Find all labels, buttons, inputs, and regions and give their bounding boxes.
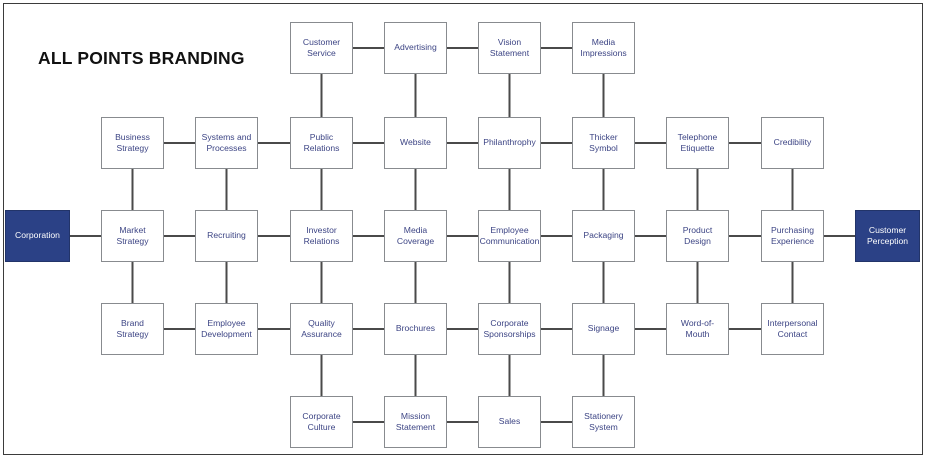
node-label: Mission Statement	[395, 410, 436, 432]
node-product-design[interactable]: Product Design	[666, 210, 729, 262]
node-label: Signage	[587, 323, 620, 334]
node-corporate-culture[interactable]: Corporate Culture	[290, 396, 353, 448]
node-employee-development[interactable]: Employee Development	[195, 303, 258, 355]
node-telephone-etiquette[interactable]: Telephone Etiquette	[666, 117, 729, 169]
node-label: Word-of-Mouth	[680, 317, 715, 339]
node-public-relations[interactable]: Public Relations	[290, 117, 353, 169]
node-packaging[interactable]: Packaging	[572, 210, 635, 262]
node-corporation[interactable]: Corporation	[5, 210, 70, 262]
node-investor-relations[interactable]: Investor Relations	[290, 210, 353, 262]
node-business-strategy[interactable]: Business Strategy	[101, 117, 164, 169]
node-purchasing-experience[interactable]: Purchasing Experience	[761, 210, 824, 262]
node-word-of-mouth[interactable]: Word-of-Mouth	[666, 303, 729, 355]
node-market-strategy[interactable]: Market Strategy	[101, 210, 164, 262]
node-advertising[interactable]: Advertising	[384, 22, 447, 74]
node-label: Investor Relations	[303, 224, 340, 246]
node-label: Public Relations	[303, 131, 340, 153]
node-label: Corporate Sponsorships	[483, 317, 536, 339]
node-label: Interpersonal Contact	[767, 317, 818, 339]
node-quality-assurance[interactable]: Quality Assurance	[290, 303, 353, 355]
node-label: Customer Service	[302, 36, 341, 58]
node-label: Brochures	[395, 323, 436, 334]
node-label: Systems and Processes	[201, 131, 252, 153]
node-label: Thicker Symbol	[589, 131, 618, 153]
node-brochures[interactable]: Brochures	[384, 303, 447, 355]
node-label: Purchasing Experience	[771, 224, 814, 246]
node-signage[interactable]: Signage	[572, 303, 635, 355]
node-brand-strategy[interactable]: Brand Strategy	[101, 303, 164, 355]
node-recruiting[interactable]: Recruiting	[195, 210, 258, 262]
node-label: Business Strategy	[115, 131, 150, 153]
node-label: Quality Assurance	[301, 317, 342, 339]
node-employee-communication[interactable]: Employee Communication	[478, 210, 541, 262]
node-corporate-sponsorships[interactable]: Corporate Sponsorships	[478, 303, 541, 355]
node-philanthrophy[interactable]: Philanthrophy	[478, 117, 541, 169]
node-label: Advertising	[394, 42, 437, 53]
node-label: Corporation	[15, 230, 60, 241]
node-sales[interactable]: Sales	[478, 396, 541, 448]
node-label: Vision Statement	[489, 36, 530, 58]
node-label: Credibility	[773, 137, 812, 148]
node-credibility[interactable]: Credibility	[761, 117, 824, 169]
node-vision-statement[interactable]: Vision Statement	[478, 22, 541, 74]
node-interpersonal-contact[interactable]: Interpersonal Contact	[761, 303, 824, 355]
node-label: Philanthrophy	[483, 137, 536, 148]
node-label: Sales	[498, 416, 521, 427]
node-label: Product Design	[682, 224, 713, 246]
node-label: Website	[400, 137, 431, 148]
page-title: ALL POINTS BRANDING	[38, 48, 245, 68]
node-label: Brand Strategy	[116, 317, 149, 339]
node-label: Market Strategy	[116, 224, 149, 246]
node-systems-and-processes[interactable]: Systems and Processes	[195, 117, 258, 169]
node-label: Employee Development	[201, 317, 252, 339]
node-media-impressions[interactable]: Media Impressions	[572, 22, 635, 74]
node-customer-service[interactable]: Customer Service	[290, 22, 353, 74]
node-mission-statement[interactable]: Mission Statement	[384, 396, 447, 448]
node-label: Corporate Culture	[302, 410, 341, 432]
node-label: Employee Communication	[479, 224, 540, 246]
node-thicker-symbol[interactable]: Thicker Symbol	[572, 117, 635, 169]
node-customer-perception[interactable]: Customer Perception	[855, 210, 920, 262]
node-label: Recruiting	[207, 230, 246, 241]
node-label: Media Coverage	[396, 224, 435, 246]
node-label: Media Impressions	[580, 36, 627, 58]
node-website[interactable]: Website	[384, 117, 447, 169]
node-label: Packaging	[583, 230, 624, 241]
node-media-coverage[interactable]: Media Coverage	[384, 210, 447, 262]
node-label: Customer Perception	[866, 224, 909, 246]
node-stationery-system[interactable]: Stationery System	[572, 396, 635, 448]
node-label: Stationery System	[584, 410, 623, 432]
node-label: Telephone Etiquette	[677, 131, 718, 153]
